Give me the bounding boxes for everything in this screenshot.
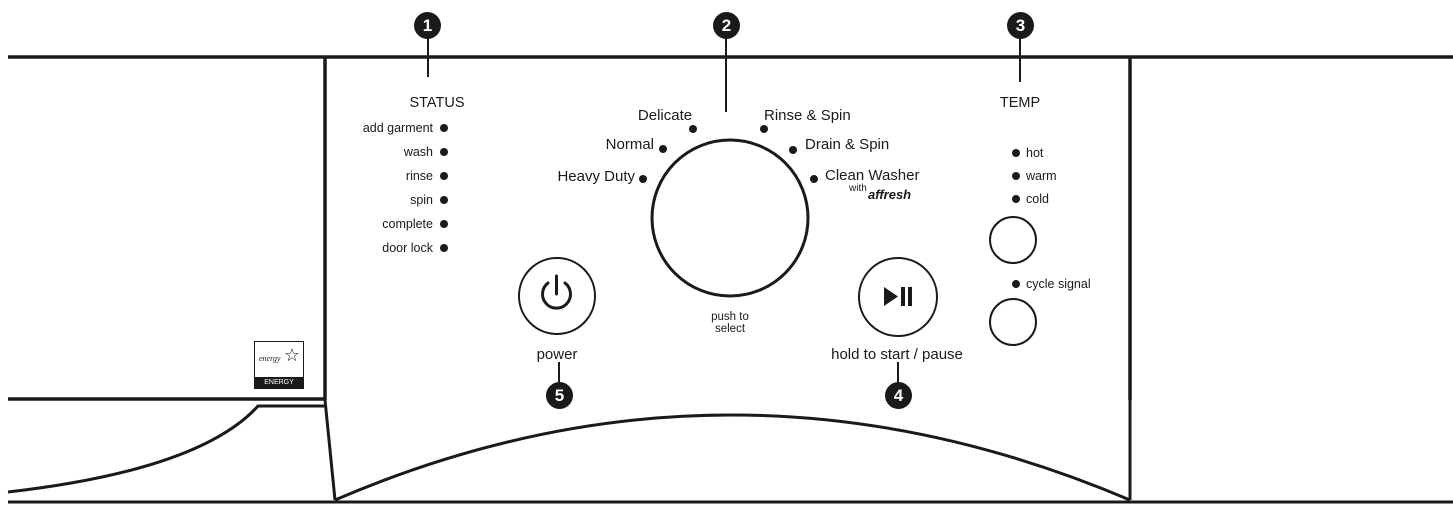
with-text: with: [849, 183, 867, 194]
cycle-indicator-normal: [659, 145, 667, 153]
cycle-indicator-clean-washer: [810, 175, 818, 183]
cycle-heavy-duty[interactable]: Heavy Duty: [557, 168, 635, 185]
temp-indicator-warm: [1012, 172, 1020, 180]
temp-indicator-hot: [1012, 149, 1020, 157]
lid-curve-left: [7, 404, 325, 494]
cycle-drain-spin[interactable]: Drain & Spin: [805, 136, 890, 153]
temp-heading: TEMP: [999, 95, 1041, 111]
status-indicator-complete: [440, 220, 448, 228]
cycle-delicate[interactable]: Delicate: [637, 107, 693, 124]
push-to-select-line1: push to: [711, 311, 749, 323]
cycle-rinse-spin[interactable]: Rinse & Spin: [764, 107, 851, 124]
panel-lower-left: [323, 399, 337, 501]
cycle-indicator-delicate: [689, 125, 697, 133]
play-pause-icon: [884, 287, 912, 306]
status-complete: complete: [382, 217, 433, 231]
callout-badge-4: 4: [885, 382, 912, 409]
status-indicator-rinse: [440, 172, 448, 180]
status-indicator-wash: [440, 148, 448, 156]
star-icon: ☆: [283, 345, 300, 365]
callout-badge-3: 3: [1007, 12, 1034, 39]
status-heading: STATUS: [409, 95, 465, 111]
power-button[interactable]: [518, 257, 596, 335]
energy-star-band: ENERGY STAR: [255, 377, 303, 397]
power-icon: [541, 274, 572, 310]
temp-button[interactable]: [989, 216, 1037, 264]
cycle-normal[interactable]: Normal: [605, 136, 654, 153]
push-to-select-line2: select: [714, 323, 746, 335]
temp-hot: hot: [1026, 146, 1044, 160]
energy-star-logo: energy ☆ ENERGY STAR: [254, 341, 304, 397]
start-pause-button[interactable]: [858, 257, 938, 337]
cycle-clean-washer[interactable]: Clean Washer: [825, 167, 920, 184]
cycle-selector-dial[interactable]: [650, 138, 810, 298]
power-label: power: [536, 346, 578, 363]
status-indicator-spin: [440, 196, 448, 204]
cycle-indicator-rinse-spin: [760, 125, 768, 133]
affresh-logo: affresh: [868, 187, 912, 202]
start-pause-label: hold to start / pause: [831, 346, 963, 363]
status-wash: wash: [403, 145, 433, 159]
status-rinse: rinse: [405, 169, 433, 183]
callout-badge-5: 5: [546, 382, 573, 409]
callout-badge-2: 2: [713, 12, 740, 39]
status-indicator-add-garment: [440, 124, 448, 132]
cycle-indicator-heavy-duty: [639, 175, 647, 183]
status-door-lock: door lock: [382, 241, 433, 255]
cycle-signal-label: cycle signal: [1026, 277, 1091, 291]
temp-cold: cold: [1026, 192, 1049, 206]
callout-badge-1: 1: [414, 12, 441, 39]
status-add-garment: add garment: [362, 121, 433, 135]
temp-indicator-cold: [1012, 195, 1020, 203]
status-spin: spin: [410, 193, 433, 207]
status-indicator-door-lock: [440, 244, 448, 252]
cycle-signal-button[interactable]: [989, 298, 1037, 346]
energy-script-text: energy: [259, 354, 281, 363]
cycle-indicator-drain-spin: [789, 146, 797, 154]
temp-warm: warm: [1026, 169, 1057, 183]
door-arch: [334, 413, 1131, 502]
cycle-signal-indicator: [1012, 280, 1020, 288]
